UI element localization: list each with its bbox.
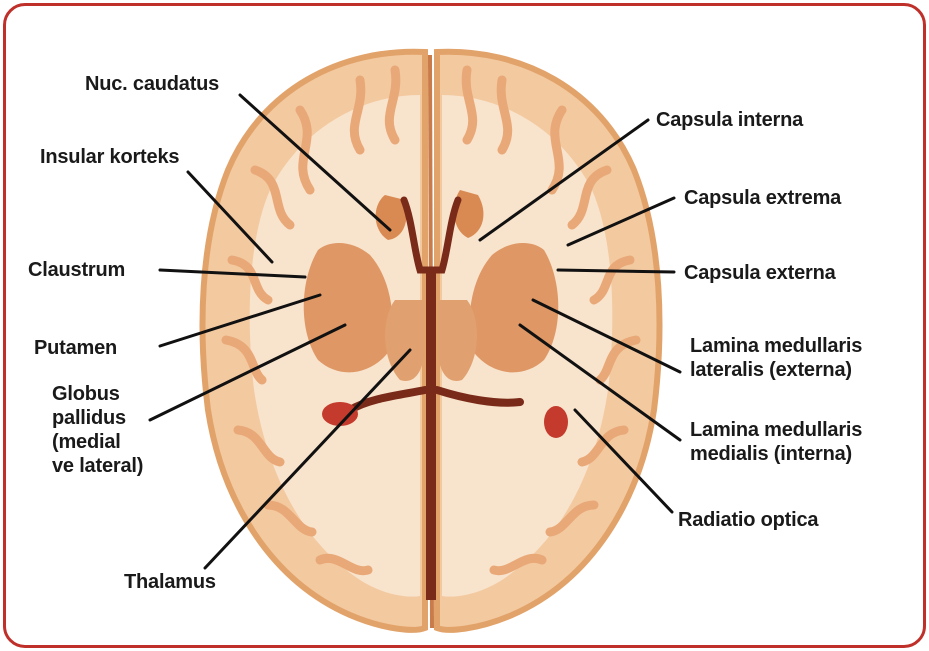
- label-putamen: Putamen: [34, 336, 117, 360]
- label-claustrum: Claustrum: [28, 258, 125, 282]
- label-globus-pallidus-line-3: (medial: [52, 430, 143, 454]
- label-globus-pallidus-line-2: pallidus: [52, 406, 143, 430]
- label-capsula-externa: Capsula externa: [684, 261, 836, 285]
- label-lamina-lateralis-line-2: lateralis (externa): [690, 358, 862, 382]
- right-choroid-plexus: [544, 406, 568, 438]
- label-globus-pallidus-line-1: Globus: [52, 382, 143, 406]
- label-lamina-lateralis: Lamina medullaris lateralis (externa): [690, 334, 862, 382]
- leader-capsula-externa: [558, 270, 674, 272]
- label-lamina-lateralis-line-1: Lamina medullaris: [690, 334, 862, 358]
- label-nuc-caudatus: Nuc. caudatus: [85, 72, 219, 96]
- label-capsula-extrema: Capsula extrema: [684, 186, 841, 210]
- label-capsula-interna: Capsula interna: [656, 108, 803, 132]
- label-lamina-medialis-line-2: medialis (interna): [690, 442, 862, 466]
- label-insular-korteks: Insular korteks: [40, 145, 179, 169]
- label-thalamus: Thalamus: [124, 570, 216, 594]
- label-radiatio-optica: Radiatio optica: [678, 508, 818, 532]
- label-lamina-medialis-line-1: Lamina medullaris: [690, 418, 862, 442]
- label-lamina-medialis: Lamina medullaris medialis (interna): [690, 418, 862, 466]
- label-globus-pallidus-line-4: ve lateral): [52, 454, 143, 478]
- label-globus-pallidus: Globus pallidus (medial ve lateral): [52, 382, 143, 478]
